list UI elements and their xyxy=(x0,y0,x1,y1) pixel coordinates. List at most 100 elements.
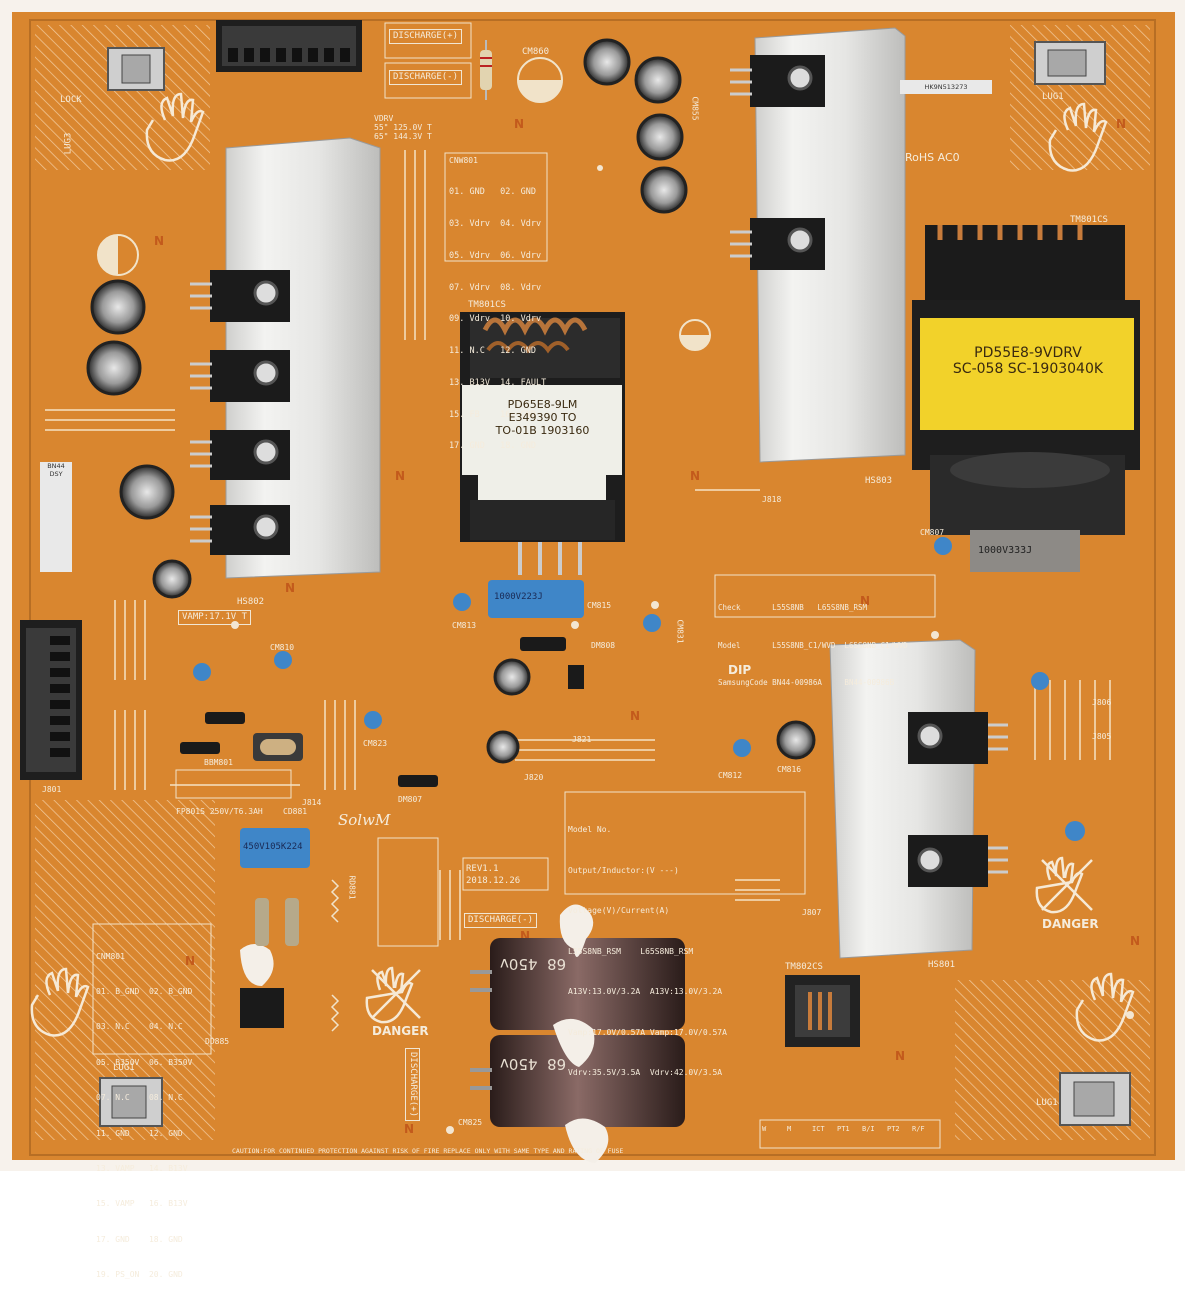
cm807-label: CM807 xyxy=(920,528,945,537)
fuse-note: FP801S 250V/T6.3AH xyxy=(176,807,263,816)
small-transformer xyxy=(785,975,860,1047)
model-row: Output/Inductor:(V ---) xyxy=(568,865,679,875)
svg-text:N: N xyxy=(690,469,700,483)
cm860-footprint xyxy=(97,57,711,351)
center-transformer-label: PD65E8-9LM E349390 TO TO-01B 1903160 xyxy=(465,398,620,437)
bottom-strip-cell: ICT xyxy=(812,1125,825,1133)
svg-text:N: N xyxy=(154,234,164,248)
svg-text:N: N xyxy=(395,469,405,483)
lock-label: LOCK xyxy=(60,95,82,105)
lug1-bottom-right-label: LUG1 xyxy=(1036,1098,1058,1108)
cm825-label: CM825 xyxy=(458,1118,483,1127)
rd881-label: RD881 xyxy=(347,875,357,900)
cnm801-row: 17. GND 18. GND xyxy=(96,1234,183,1244)
tm801cs-center-label: TM801CS xyxy=(468,300,506,310)
svg-text:N: N xyxy=(185,954,195,968)
lug1-bottom-left-label: LUG1 xyxy=(113,1063,135,1073)
cm810-label: CM810 xyxy=(270,643,295,652)
svg-text:N: N xyxy=(1130,934,1140,948)
bottom-strip-cell: PT2 xyxy=(887,1125,900,1133)
rev-label: REV1.1 xyxy=(466,864,499,874)
model-row: Vamp:17.0V/0.57A Vamp:17.0V/0.57A xyxy=(568,1027,727,1037)
bottom-strip-cell: W xyxy=(762,1125,767,1133)
center-transformer-line-3: TO-01B 1903160 xyxy=(495,424,590,437)
bottom-strip-cell: M xyxy=(787,1125,792,1133)
svg-text:N: N xyxy=(860,594,870,608)
svg-text:N: N xyxy=(514,117,524,131)
id-sticker-line-2: DSY xyxy=(49,470,63,478)
vdrv-line-2: 55" 125.0V T xyxy=(374,123,432,132)
hs802-label: HS802 xyxy=(237,597,265,607)
cm816-label: CM816 xyxy=(777,765,802,774)
cm855-label: CM855 xyxy=(690,96,700,121)
date-label: 2018.12.26 xyxy=(466,876,521,886)
right-transformer-label: PD55E8-9VDRV SC-058 SC-1903040K xyxy=(928,345,1128,377)
cnw801-row: 15. FB 16. GND xyxy=(449,409,536,420)
bottom-strip-cell: PT1 xyxy=(837,1125,850,1133)
cnw801-row: 03. Vdrv 04. Vdrv xyxy=(449,218,542,229)
pcb-artwork: NNN NNN NNN NNN NNN xyxy=(0,0,1185,1171)
hs803-label: HS803 xyxy=(865,476,893,486)
cnm801-row: 07. N.C 08. N.C xyxy=(96,1093,183,1103)
cnm801-row: 11. GND 12. GND xyxy=(96,1128,183,1138)
discharge-plus-top-label: DISCHARGE(+) xyxy=(389,29,463,44)
cert-marks: RoHS AC0 xyxy=(905,151,960,164)
danger-right-label: DANGER xyxy=(1042,917,1099,931)
j801-label: J801 xyxy=(42,785,62,794)
discharge-minus-bottom-label: DISCHARGE(-) xyxy=(464,913,538,928)
vdrv-line-3: 65" 144.3V T xyxy=(374,132,432,141)
center-transformer-line-2: E349390 TO xyxy=(508,411,577,424)
model-row: L55S8NB_RSM L65S8NB_RSM xyxy=(568,946,694,956)
lug1-top-right-label: LUG1 xyxy=(1042,92,1064,102)
cnm801-table: CNM801 01. B_GND 02. B_GND 03. N.C 04. N… xyxy=(96,927,192,1305)
cm813-label: CM813 xyxy=(452,621,477,630)
bottom-strip-cell: R/F xyxy=(912,1125,925,1133)
cnw801-row: 01. GND 02. GND xyxy=(449,187,536,198)
model-row: A13V:13.0V/3.2A A13V:13.0V/3.2A xyxy=(568,987,723,996)
dd885-label: DD885 xyxy=(205,1037,230,1046)
j820-label: J820 xyxy=(524,773,544,782)
svg-text:N: N xyxy=(520,929,530,943)
cnw801-label: CNW801 xyxy=(449,156,478,165)
cnm801-row: 13. VAMP 14. B13V xyxy=(96,1163,188,1173)
dip-label: DIP xyxy=(728,663,752,677)
svg-text:N: N xyxy=(630,709,640,723)
lug-connectors xyxy=(99,41,1131,1127)
bulk-cap-2-voltage: 450v xyxy=(500,1055,538,1073)
model-row: Vdrv:35.5V/3.5A Vdrv:42.0V/3.5A xyxy=(568,1068,723,1077)
model-row: Model No. xyxy=(568,825,612,834)
vdrv-line-1: VDRV xyxy=(374,114,394,123)
power-transistors xyxy=(190,55,1008,887)
logo-text: SolwM xyxy=(338,811,391,829)
connector-headers xyxy=(20,20,362,780)
bbm801-label: BBM801 xyxy=(204,758,233,767)
hand-warning-icons xyxy=(30,92,1135,1042)
cnm801-row: 05. B350V 06. B350V xyxy=(96,1057,193,1067)
discharge-plus-bottom-label: DISCHARGE(+) xyxy=(405,1048,420,1122)
brown-cap-label: 1000V333J xyxy=(978,545,1033,556)
cnw801-row: 09. Vdrv 10. Vdrv xyxy=(449,314,542,325)
j821-label: J821 xyxy=(572,735,592,744)
model-row: Voltage(V)/Current(A) xyxy=(568,906,670,915)
film-cap-1-label: 450V105K224 xyxy=(243,842,303,852)
j807-label: J807 xyxy=(802,908,822,917)
check-row: Model L55S8NB_C1/WVD L65S8NB_C1/WVD xyxy=(718,640,908,650)
silk-boxes xyxy=(92,22,941,1149)
cnm801-row: CNM801 xyxy=(96,951,125,961)
cnw801-row: 07. Vdrv 08. Vdrv xyxy=(449,282,542,293)
cm815-label: CM815 xyxy=(587,601,612,610)
bulk-capacitors xyxy=(240,904,685,1163)
check-row: Check L55S8NB L65S8NB_RSM xyxy=(718,603,868,612)
bulk-cap-2-label: 68 450v xyxy=(500,1055,566,1073)
bulk-cap-1-value: 68 xyxy=(547,955,567,973)
dm808-label: DM808 xyxy=(591,641,616,650)
vdrv-box: VDRV 55" 125.0V T 65" 144.3V T xyxy=(374,114,432,141)
cnm801-row: 03. N.C 04. N.C xyxy=(96,1022,183,1032)
cnw801-row: 05. Vdrv 06. Vdrv xyxy=(449,250,542,261)
j806-label: J806 xyxy=(1092,698,1112,707)
right-transformer xyxy=(912,225,1140,572)
discharge-minus-top-label: DISCHARGE(-) xyxy=(389,70,463,85)
cnw801-row: 13. B13V 14. FAULT xyxy=(449,377,547,388)
svg-text:N: N xyxy=(895,1049,905,1063)
